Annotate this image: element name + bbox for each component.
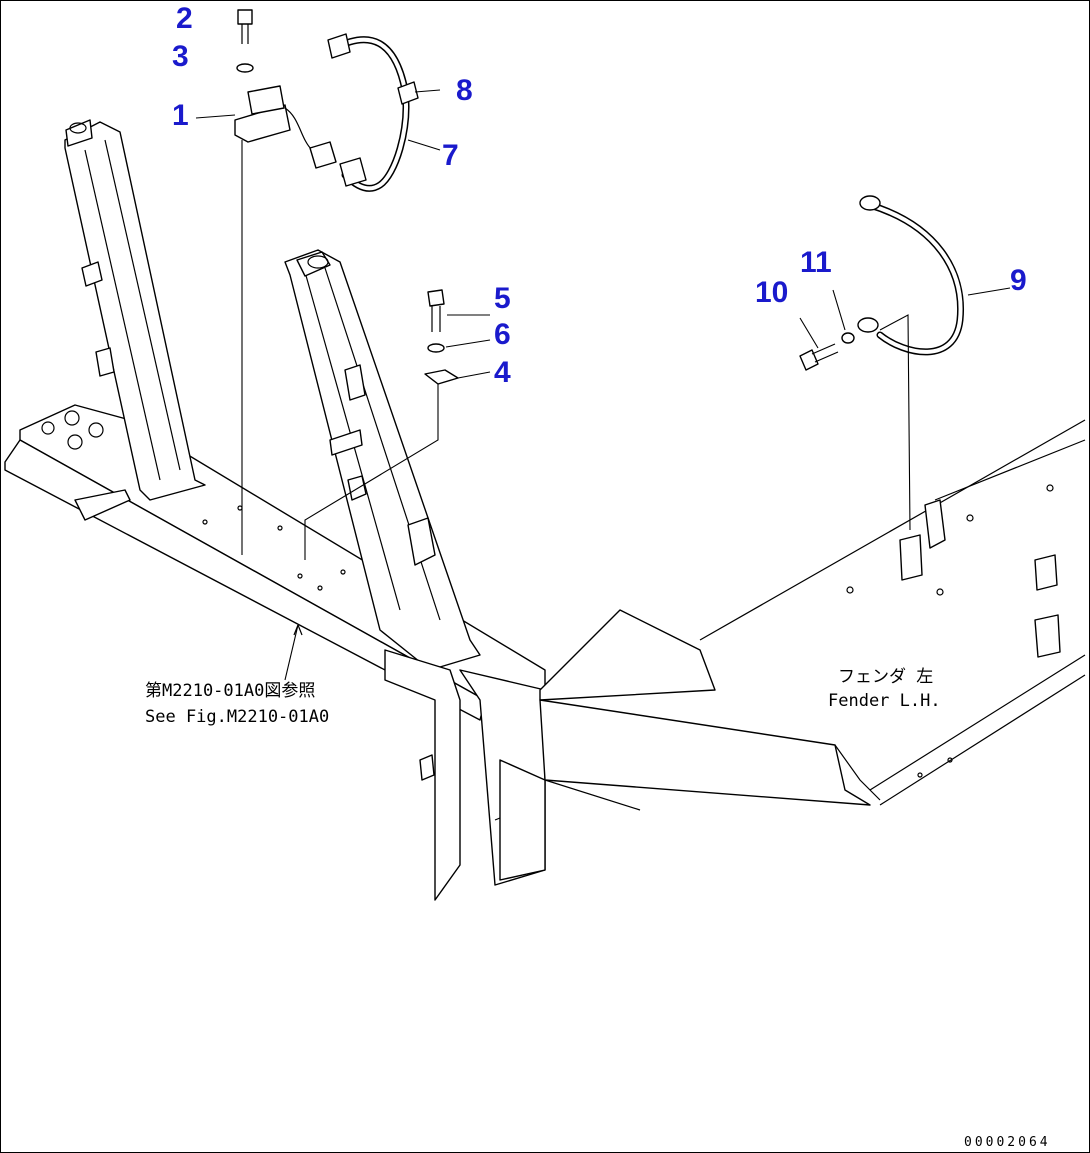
fender-label-en: Fender L.H. [828, 691, 941, 711]
reference-note-en: See Fig.M2210-01A0 [145, 707, 329, 727]
callout-5: 5 [494, 282, 511, 315]
callout-3: 3 [172, 40, 189, 73]
part-9-ground-cable [857, 195, 965, 356]
part-3-washer [236, 63, 254, 73]
part-8-clip [397, 81, 419, 105]
part-7-wire-harness [309, 33, 410, 192]
part-4-bracket [424, 369, 459, 385]
drawing-code: 00002064 [964, 1135, 1051, 1150]
callout-1: 1 [172, 99, 189, 132]
fender-label-jp: フェンダ 左 [838, 667, 933, 687]
part-2-bolt [237, 9, 253, 44]
fender-support-arm [499, 609, 871, 881]
callout-10: 10 [755, 276, 788, 309]
callout-leaders [195, 89, 1011, 681]
part-9-centerline [879, 314, 911, 531]
part-5-bolt [427, 289, 445, 332]
callout-numbers: 1 2 3 4 5 6 7 8 9 10 11 [172, 2, 1027, 389]
left-upright-post [64, 119, 206, 501]
callout-2: 2 [176, 2, 193, 35]
part-1-relay [234, 85, 313, 151]
part-6-washer [427, 343, 445, 353]
callout-8: 8 [456, 74, 473, 107]
part-4-leader-path [304, 384, 439, 560]
part-11-washer [841, 332, 855, 344]
callout-11: 11 [800, 246, 832, 279]
callout-9: 9 [1010, 264, 1027, 297]
callout-4: 4 [494, 356, 511, 389]
right-upright-post [284, 249, 481, 671]
fender-panel [699, 419, 1086, 806]
callout-7: 7 [442, 139, 459, 172]
reference-note-jp: 第M2210-01A0図参照 [145, 681, 315, 701]
callout-6: 6 [494, 318, 511, 351]
part-10-bolt [799, 343, 839, 371]
